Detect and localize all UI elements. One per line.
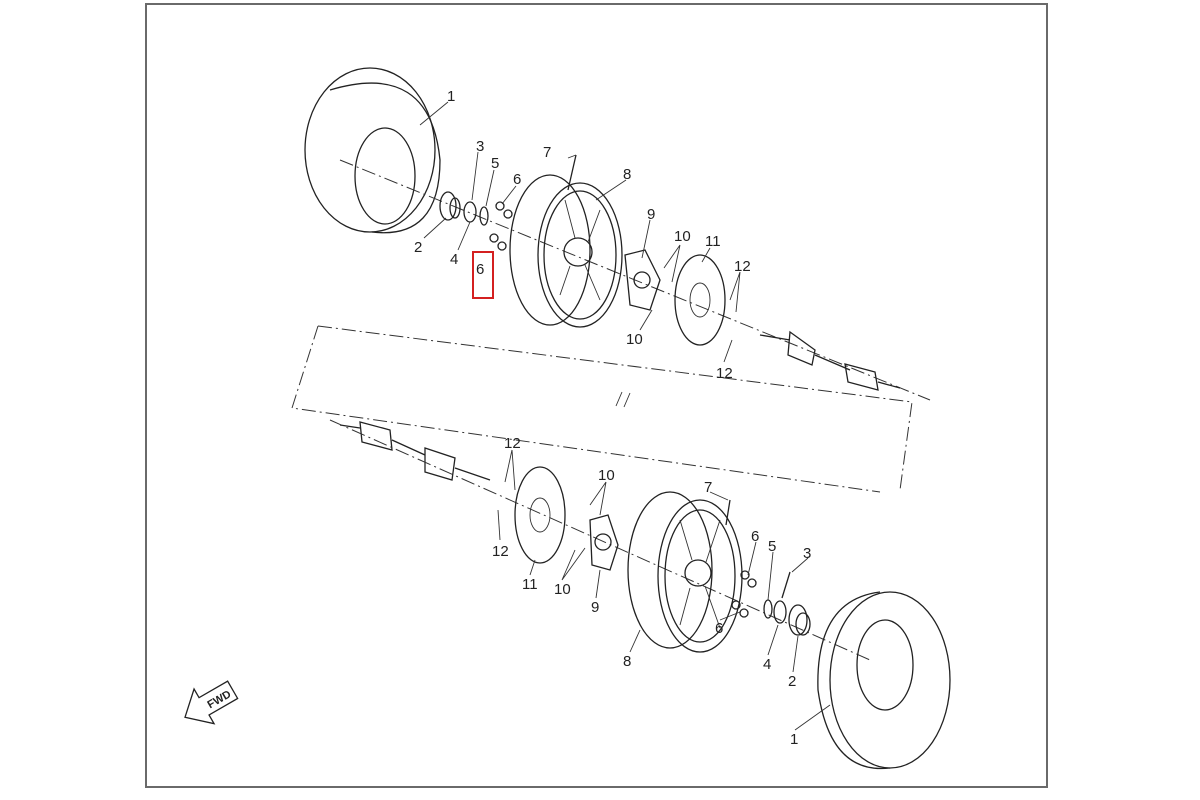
callout-9: 9: [647, 206, 655, 223]
bottom-tire: [817, 591, 951, 770]
top-hub-cap: [439, 191, 461, 221]
callout-3: 3: [803, 545, 811, 562]
callout-5: 5: [491, 155, 499, 172]
fwd-arrow-icon: FWD: [184, 680, 239, 725]
top-nuts: [489, 201, 513, 251]
callout-9: 9: [591, 599, 599, 616]
top-driveshaft: [759, 330, 901, 391]
bottom-axis-line: [329, 419, 871, 661]
callout-4: 4: [763, 656, 771, 673]
bottom-brake-disc: [514, 466, 566, 564]
callout-12: 12: [734, 258, 751, 275]
bottom-callouts: 12 10 7 12 11 10 9 6 5 3 6 4 2 8 1: [492, 435, 811, 748]
diagram-frame: [145, 3, 1048, 788]
callout-1: 1: [790, 731, 798, 748]
callout-10: 10: [674, 228, 691, 245]
callout-1: 1: [447, 88, 455, 105]
top-castle-nut: [463, 201, 477, 223]
callout-12: 12: [492, 543, 509, 560]
callout-5: 5: [768, 538, 776, 555]
axle-link-line: [291, 325, 913, 493]
callout-10: 10: [598, 467, 615, 484]
callout-6: 6: [751, 528, 759, 545]
callout-6-highlighted: 6: [476, 261, 484, 278]
callout-3: 3: [476, 138, 484, 155]
bottom-driveshaft: [339, 421, 491, 481]
top-bolt: [567, 154, 577, 191]
callout-2: 2: [414, 239, 422, 256]
leader-lines: [419, 101, 831, 731]
top-callouts: 1 3 5 6 7 8 2 4 6 9 10 11 12 10 12: [414, 88, 751, 382]
callout-6: 6: [513, 171, 521, 188]
top-washer: [479, 206, 489, 226]
callout-8: 8: [623, 653, 631, 670]
callout-2: 2: [788, 673, 796, 690]
bottom-castle-nut: [773, 600, 787, 624]
bottom-nuts: [731, 570, 757, 618]
callout-11: 11: [705, 233, 721, 250]
bottom-cotter-pin: [781, 571, 791, 599]
callout-6: 6: [715, 620, 723, 637]
break-mark: [615, 391, 631, 408]
top-axis-line: [339, 159, 931, 401]
top-hub: [624, 249, 661, 311]
highlight-box: [472, 251, 494, 299]
top-tire: [304, 67, 441, 234]
callout-4: 4: [450, 251, 458, 268]
callout-10: 10: [554, 581, 571, 598]
bottom-bolt: [725, 499, 731, 526]
callout-12: 12: [504, 435, 521, 452]
top-brake-disc: [674, 254, 726, 346]
callout-10: 10: [626, 331, 643, 348]
callout-7: 7: [543, 144, 551, 161]
bottom-hub: [589, 514, 619, 571]
top-rim: [509, 174, 623, 328]
callout-12: 12: [716, 365, 733, 382]
callout-7: 7: [704, 479, 712, 496]
callout-11: 11: [522, 576, 538, 593]
callout-8: 8: [623, 166, 631, 183]
bottom-rim: [627, 491, 743, 653]
bottom-washer: [763, 599, 773, 619]
bottom-hub-cap: [788, 604, 811, 636]
